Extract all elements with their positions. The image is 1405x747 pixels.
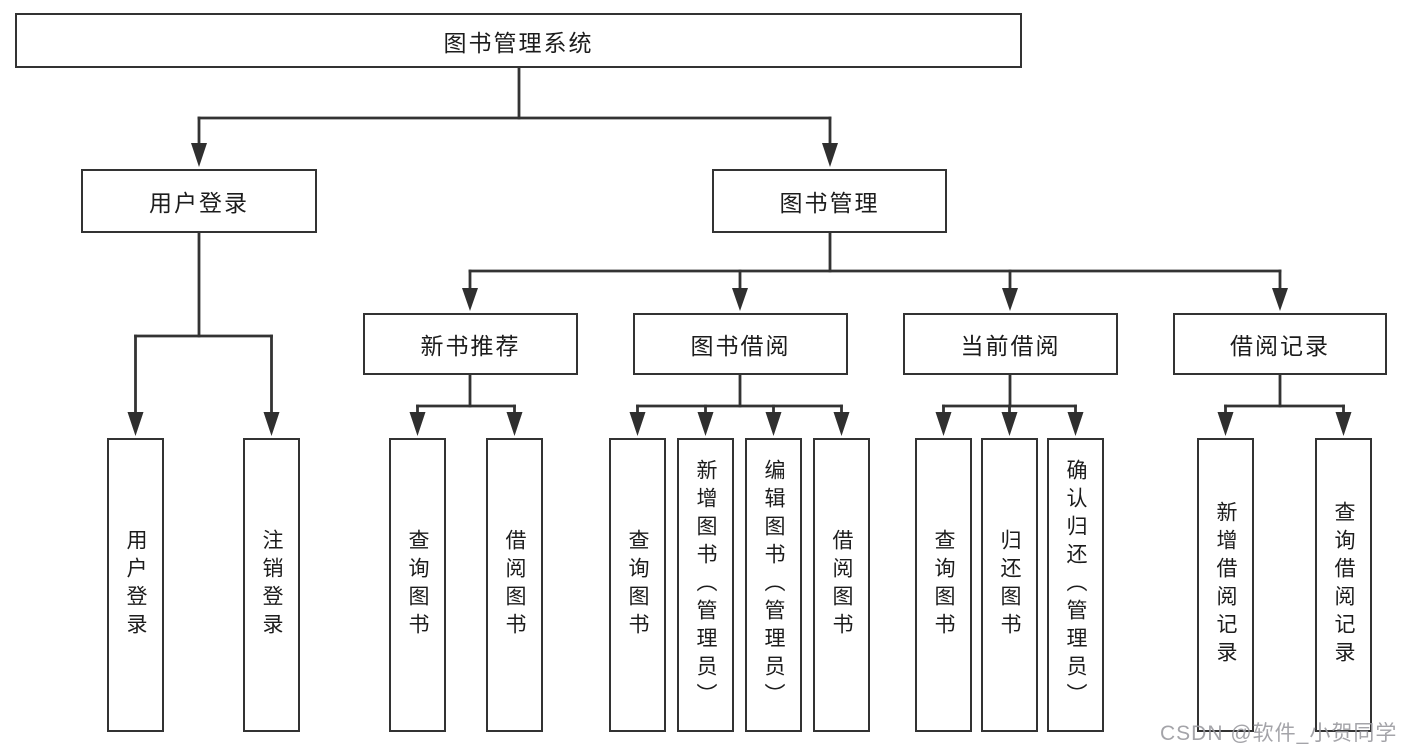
leaf-return-books: 归还图书	[981, 438, 1038, 732]
arrowhead-current-borrowing	[1002, 288, 1018, 311]
leaf-label: 归还图书	[998, 529, 1021, 641]
node-label: 用户登录	[149, 190, 249, 216]
leaf-label: 新增图书（管理员）	[694, 459, 717, 711]
leaf-user-login: 用户登录	[107, 438, 164, 732]
arrowhead-borrow-records	[1272, 288, 1288, 311]
node-book-borrowing: 图书借阅	[633, 313, 848, 375]
leaf-label: 用户登录	[124, 529, 147, 641]
arrowhead-new-books	[462, 288, 478, 311]
leaf-query-books-recommend: 查询图书	[389, 438, 446, 732]
node-label: 图书管理系统	[443, 29, 594, 56]
leaf-label: 借阅图书	[830, 529, 853, 641]
leaf-borrow-books: 借阅图书	[813, 438, 870, 732]
leaf-label: 查询图书	[406, 529, 429, 641]
node-user-login: 用户登录	[81, 169, 317, 233]
leaf-logout: 注销登录	[243, 438, 300, 732]
arrowhead-leaf-user-login	[127, 412, 144, 436]
node-label: 图书借阅	[690, 333, 791, 359]
leaf-query-books-current: 查询图书	[915, 438, 972, 732]
node-root-system: 图书管理系统	[15, 13, 1022, 68]
node-borrow-records: 借阅记录	[1173, 313, 1387, 375]
csdn-watermark: CSDN @软件_小贺同学	[1160, 722, 1398, 745]
leaf-label: 确认归还（管理员）	[1064, 459, 1087, 711]
leaf-edit-books-admin: 编辑图书（管理员）	[745, 438, 802, 732]
leaf-label: 借阅图书	[503, 529, 526, 641]
leaf-add-borrow-record: 新增借阅记录	[1197, 438, 1254, 732]
leaf-confirm-return-admin: 确认归还（管理员）	[1047, 438, 1104, 732]
leaf-label: 查询图书	[626, 529, 649, 641]
leaf-add-books-admin: 新增图书（管理员）	[677, 438, 734, 732]
leaf-label: 查询图书	[932, 529, 955, 641]
node-label: 当前借阅	[960, 333, 1061, 359]
node-label: 借阅记录	[1230, 333, 1330, 359]
arrowhead-book-borrowing	[732, 288, 748, 311]
node-label: 新书推荐	[420, 333, 521, 359]
leaf-label: 新增借阅记录	[1214, 501, 1237, 669]
leaf-borrow-books-recommend: 借阅图书	[486, 438, 543, 732]
leaf-query-books-borrowing: 查询图书	[609, 438, 666, 732]
arrowhead-leaf-logout	[263, 412, 280, 436]
leaf-label: 编辑图书（管理员）	[762, 459, 785, 711]
node-current-borrowing: 当前借阅	[903, 313, 1118, 375]
arrowhead-user-login	[191, 143, 207, 167]
leaf-label: 注销登录	[260, 529, 283, 641]
leaf-query-borrow-record: 查询借阅记录	[1315, 438, 1372, 732]
leaf-label: 查询借阅记录	[1332, 501, 1355, 669]
node-book-management: 图书管理	[712, 169, 947, 233]
arrowhead-book-mgmt	[822, 143, 838, 167]
node-label: 图书管理	[779, 190, 880, 216]
node-new-book-recommend: 新书推荐	[363, 313, 578, 375]
